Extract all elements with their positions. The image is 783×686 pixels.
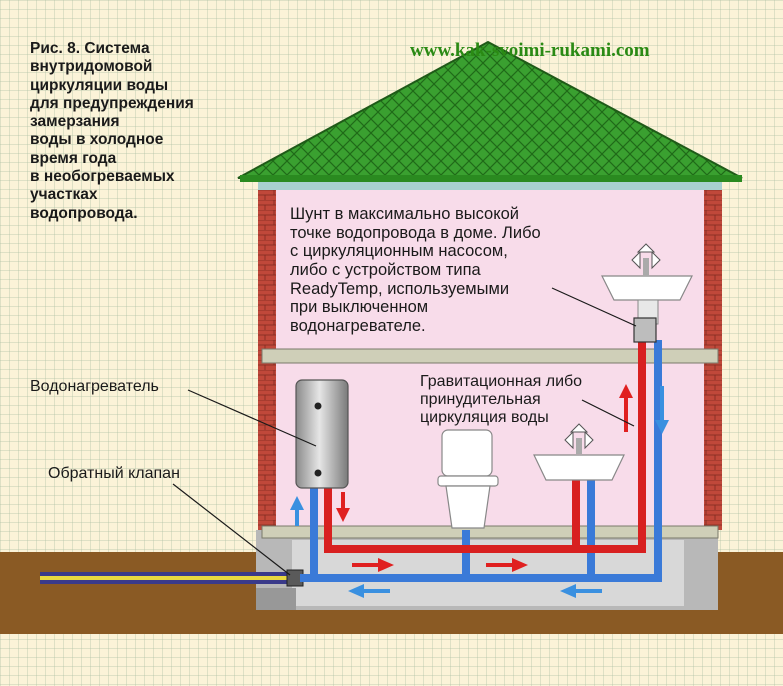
water-heater bbox=[295, 379, 349, 489]
faucet-icon bbox=[631, 243, 661, 276]
circulation-label: Гравитационная либо принудительная цирку… bbox=[420, 373, 583, 426]
hot-arrow-icon bbox=[619, 384, 633, 432]
cold-pipes bbox=[300, 340, 662, 582]
cold-arrow-icon bbox=[560, 584, 602, 598]
cold-arrow-icon bbox=[655, 386, 669, 434]
ceiling-slab bbox=[261, 348, 719, 364]
hot-arrow-icon bbox=[352, 558, 394, 572]
sink-upper bbox=[601, 243, 693, 343]
shunt-device bbox=[633, 317, 657, 343]
leader-lines bbox=[172, 287, 637, 576]
website-watermark: www.kak-svoimi-rukami.com bbox=[410, 40, 650, 61]
supply-pipe-stripe bbox=[40, 576, 302, 580]
hot-arrow-icon bbox=[486, 558, 528, 572]
cold-arrow-icon bbox=[348, 584, 390, 598]
hot-pipes bbox=[324, 340, 646, 553]
attic-band bbox=[258, 182, 722, 190]
figure-caption: Рис. 8. Система внутридомовой циркуляции… bbox=[30, 40, 194, 222]
shunt-label: Шунт в максимально высокой точке водопро… bbox=[290, 205, 541, 335]
cold-arrow-icon bbox=[290, 496, 304, 526]
check-valve-label: Обратный клапан bbox=[48, 465, 180, 482]
water-heater-label: Водонагреватель bbox=[30, 378, 159, 395]
hot-arrow-icon bbox=[336, 492, 350, 522]
floor-slab bbox=[261, 525, 719, 539]
toilet bbox=[437, 429, 499, 529]
sink-lower bbox=[533, 423, 625, 481]
basement-shadow bbox=[256, 588, 296, 610]
faucet-icon bbox=[564, 423, 594, 454]
roof-eave bbox=[240, 175, 742, 182]
